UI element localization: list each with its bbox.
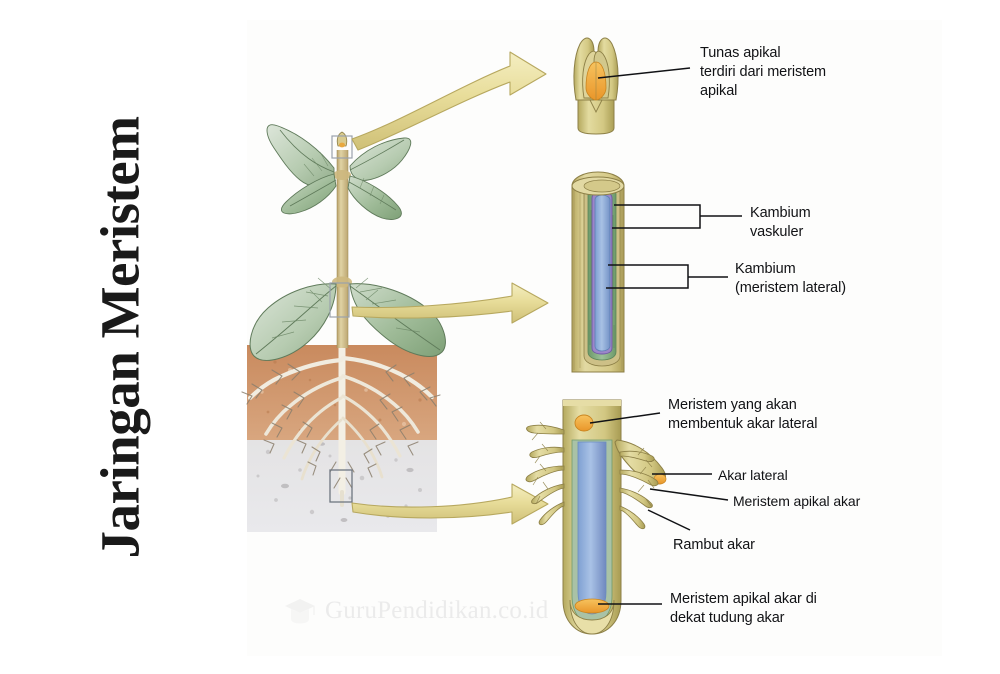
- arrow-to-root: [351, 483, 549, 525]
- highlight-box-apical: [331, 135, 353, 159]
- label-meristem-apikal-tudung: Meristem apikal akar di dekat tudung aka…: [670, 591, 817, 626]
- label-tunas-apikal: Tunas apikal terdiri dari meristem apika…: [700, 45, 827, 99]
- watermark: GuruPendidikan.co.id: [283, 596, 548, 626]
- label-rambut-akar: Rambut akar: [673, 537, 755, 553]
- watermark-text: GuruPendidikan.co.id: [325, 597, 549, 624]
- leader-meristem-akar-lateral: [589, 412, 661, 424]
- label-kambium-vaskuler: Kambium vaskuler: [750, 205, 811, 240]
- plant-illustration: [241, 124, 446, 532]
- graduation-cap-icon: [285, 599, 315, 624]
- leader-tunas-apikal: [597, 67, 691, 79]
- leader-kambium-lateral: [606, 264, 728, 289]
- label-meristem-akar-lateral: Meristem yang akan membentuk akar latera…: [668, 397, 818, 432]
- label-meristem-apikal-akar: Meristem apikal akar: [733, 493, 861, 509]
- plant-stem: [332, 150, 352, 348]
- highlight-box-root: [329, 469, 353, 503]
- leader-rambut-akar: [647, 509, 691, 531]
- arrow-to-stem: [351, 282, 549, 324]
- label-akar-lateral: Akar lateral: [718, 467, 788, 483]
- plant-leaves-lower: [249, 277, 446, 361]
- root-hairs-detail: [525, 424, 565, 526]
- root-system: [247, 341, 435, 507]
- label-kambium-meristem-lateral: Kambium (meristem lateral): [735, 261, 846, 296]
- highlight-box-stem: [329, 282, 350, 318]
- stem-cambium-detail: [571, 171, 625, 373]
- plant-apical-bud: [336, 131, 348, 148]
- plant-leaves-upper: [266, 124, 412, 220]
- apical-bud-detail: [573, 37, 619, 135]
- arrow-to-apical-bud: [351, 51, 547, 151]
- root-tip-detail: [525, 399, 667, 635]
- root-hairs: [241, 363, 441, 489]
- leader-meristem-apikal-akar: [649, 488, 729, 501]
- leader-kambium-vaskuler: [612, 204, 742, 229]
